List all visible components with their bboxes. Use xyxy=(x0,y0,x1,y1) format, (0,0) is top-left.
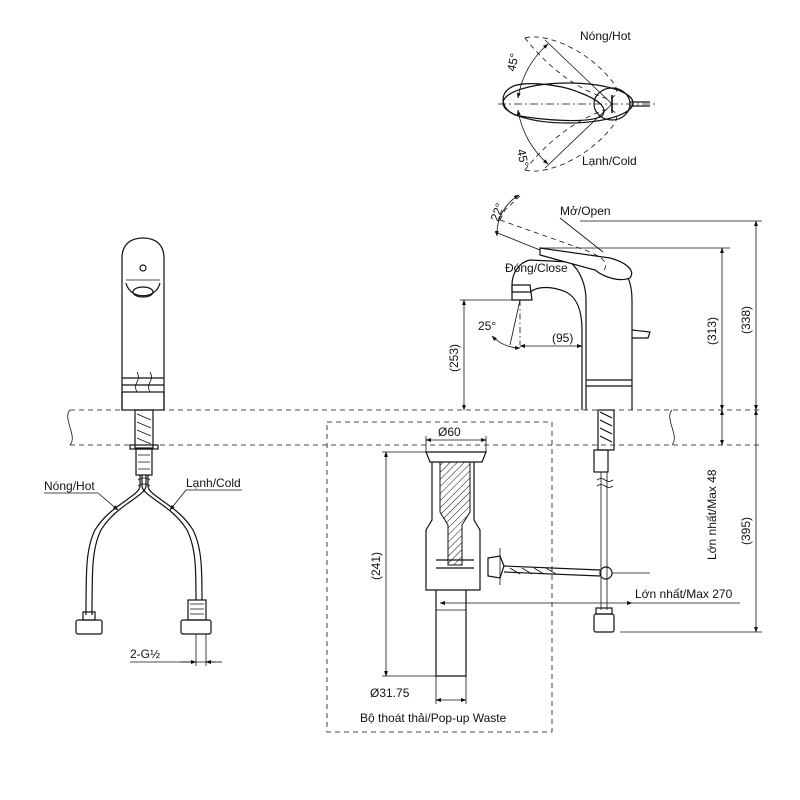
side-view-faucet: 25° 22° Mở/Open Đóng/Close (95) (253) (3… xyxy=(439,194,762,633)
lever-open-outline xyxy=(499,219,607,271)
hot-connector xyxy=(75,619,103,635)
dim-338-label: (338) xyxy=(739,306,753,334)
popup-waste: Ø60 (241) Ø31.75 Bộ thoát thải/Pop-up Wa… xyxy=(326,421,650,733)
hot-angle-arc xyxy=(516,43,549,99)
mounting-shank xyxy=(597,409,615,451)
front-view-faucet: Nóng/Hot Lạnh/Cold 2-G½ xyxy=(44,237,242,666)
popup-waste-label: Bộ thoát thải/Pop-up Waste xyxy=(360,711,507,725)
dia-60-label: Ø60 xyxy=(438,425,461,439)
countertop xyxy=(67,409,760,446)
spout-front xyxy=(125,282,161,297)
popup-plug xyxy=(439,461,471,566)
cold-label-left: Lạnh/Cold xyxy=(186,476,241,490)
cold-position-outline xyxy=(524,109,617,172)
hot-label-left: Nóng/Hot xyxy=(44,479,95,493)
open-label: Mở/Open xyxy=(560,204,611,218)
hot-position-outline xyxy=(524,36,617,99)
hose-connector xyxy=(593,613,615,633)
angle-45-lower: 45° xyxy=(514,148,532,169)
dim-95-label: (95) xyxy=(552,331,573,345)
angle-25-label: 25° xyxy=(478,319,496,333)
max-48-label: Lớn nhất/Max 48 xyxy=(705,469,719,560)
hot-hose xyxy=(85,475,141,616)
thread-label: 2-G½ xyxy=(130,647,160,661)
cold-connector xyxy=(180,619,212,635)
max-270-label: Lớn nhất/Max 270 xyxy=(635,587,733,601)
mounting-nut xyxy=(593,449,609,473)
cold-angle-arc xyxy=(516,109,549,165)
angle-45-upper: 45° xyxy=(504,52,522,73)
dia-31-75-label: Ø31.75 xyxy=(370,686,410,700)
dim-313-label: (313) xyxy=(705,317,719,345)
faucet-body xyxy=(121,237,165,410)
cold-label-top: Lạnh/Cold xyxy=(582,154,637,168)
cold-hose xyxy=(141,475,197,601)
lever-closed xyxy=(539,247,633,281)
popup-waste-frame xyxy=(326,421,553,733)
top-view: 45° 45° Nóng/Hot Lạnh/Cold xyxy=(498,29,658,172)
handle-lever xyxy=(502,83,605,122)
close-label: Đóng/Close xyxy=(505,261,568,275)
angle-22-arc xyxy=(494,194,520,237)
dim-395-label: (395) xyxy=(739,517,753,545)
dim-241-label: (241) xyxy=(369,552,383,580)
dim-253-label: (253) xyxy=(447,344,461,372)
angle-25-arc xyxy=(491,335,521,350)
hot-label-top: Nóng/Hot xyxy=(580,29,631,43)
aerator xyxy=(511,284,533,301)
angle-22-label: 22° xyxy=(488,201,507,223)
